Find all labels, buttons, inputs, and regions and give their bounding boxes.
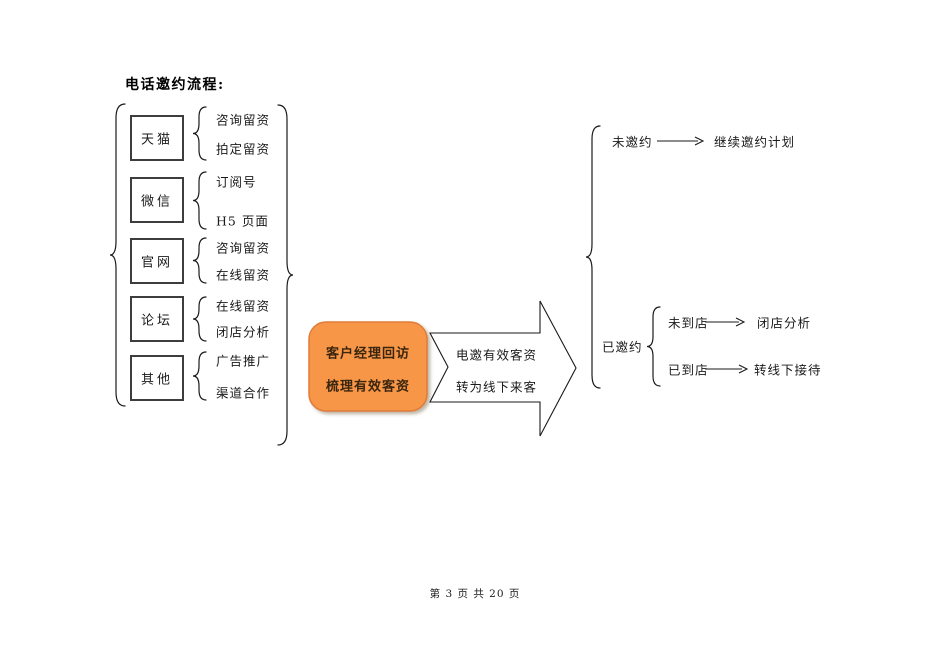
- forum-item-1: 在线留资: [216, 298, 271, 314]
- forum-items-brace: [192, 296, 207, 342]
- source-box-wechat: [130, 177, 184, 223]
- transfer-block-arrow: [429, 300, 577, 437]
- other-item-2: 渠道合作: [216, 385, 271, 401]
- website-items-brace: [192, 237, 207, 284]
- not-invited-result: 继续邀约计划: [714, 134, 796, 150]
- no-show-arrow: [705, 317, 746, 327]
- not-invited-label: 未邀约: [612, 134, 653, 150]
- no-show-label: 未到店: [668, 315, 709, 331]
- tmall-item-1: 咨询留资: [216, 112, 271, 128]
- not-invited-arrow: [657, 136, 705, 146]
- website-item-1: 咨询留资: [216, 240, 271, 256]
- website-item-2: 在线留资: [216, 267, 271, 283]
- tmall-items-brace: [192, 106, 207, 161]
- arrived-arrow: [705, 364, 749, 374]
- source-box-forum: [130, 296, 184, 342]
- source-group-close-brace: [277, 104, 294, 446]
- arrived-label: 已到店: [668, 362, 709, 378]
- page-number-footer: 第 3 页 共 20 页: [429, 588, 521, 600]
- wechat-item-1: 订阅号: [216, 174, 257, 190]
- source-box-tmall: [130, 115, 184, 161]
- page-title: 电话邀约流程:: [125, 77, 225, 93]
- no-show-result: 闭店分析: [757, 315, 812, 331]
- manager-box-line-1: 客户经理回访: [325, 346, 410, 362]
- source-label-website: 官网: [140, 255, 173, 271]
- other-items-brace: [192, 351, 207, 401]
- transfer-arrow-line-1: 电邀有效客资: [456, 347, 538, 363]
- transfer-arrow-line-2: 转为线下来客: [456, 379, 538, 395]
- wechat-item-2: H5 页面: [216, 213, 269, 229]
- invited-label: 已邀约: [602, 339, 643, 355]
- forum-item-2: 闭店分析: [216, 324, 271, 340]
- source-label-forum: 论坛: [140, 313, 173, 329]
- manager-box-line-2: 梳理有效客资: [325, 379, 410, 395]
- source-box-website: [130, 238, 184, 284]
- source-box-other: [130, 355, 184, 401]
- source-label-tmall: 天猫: [140, 132, 173, 148]
- wechat-items-brace: [192, 171, 207, 230]
- tmall-item-2: 拍定留资: [216, 141, 271, 157]
- other-item-1: 广告推广: [216, 353, 271, 369]
- source-label-other: 其他: [140, 372, 173, 388]
- source-label-wechat: 微信: [140, 194, 173, 210]
- source-group-open-brace: [109, 103, 126, 407]
- invited-branches-brace: [646, 306, 661, 387]
- arrived-result: 转线下接待: [754, 362, 822, 378]
- outcome-group-brace: [585, 125, 601, 389]
- manager-callback-box: [308, 321, 428, 412]
